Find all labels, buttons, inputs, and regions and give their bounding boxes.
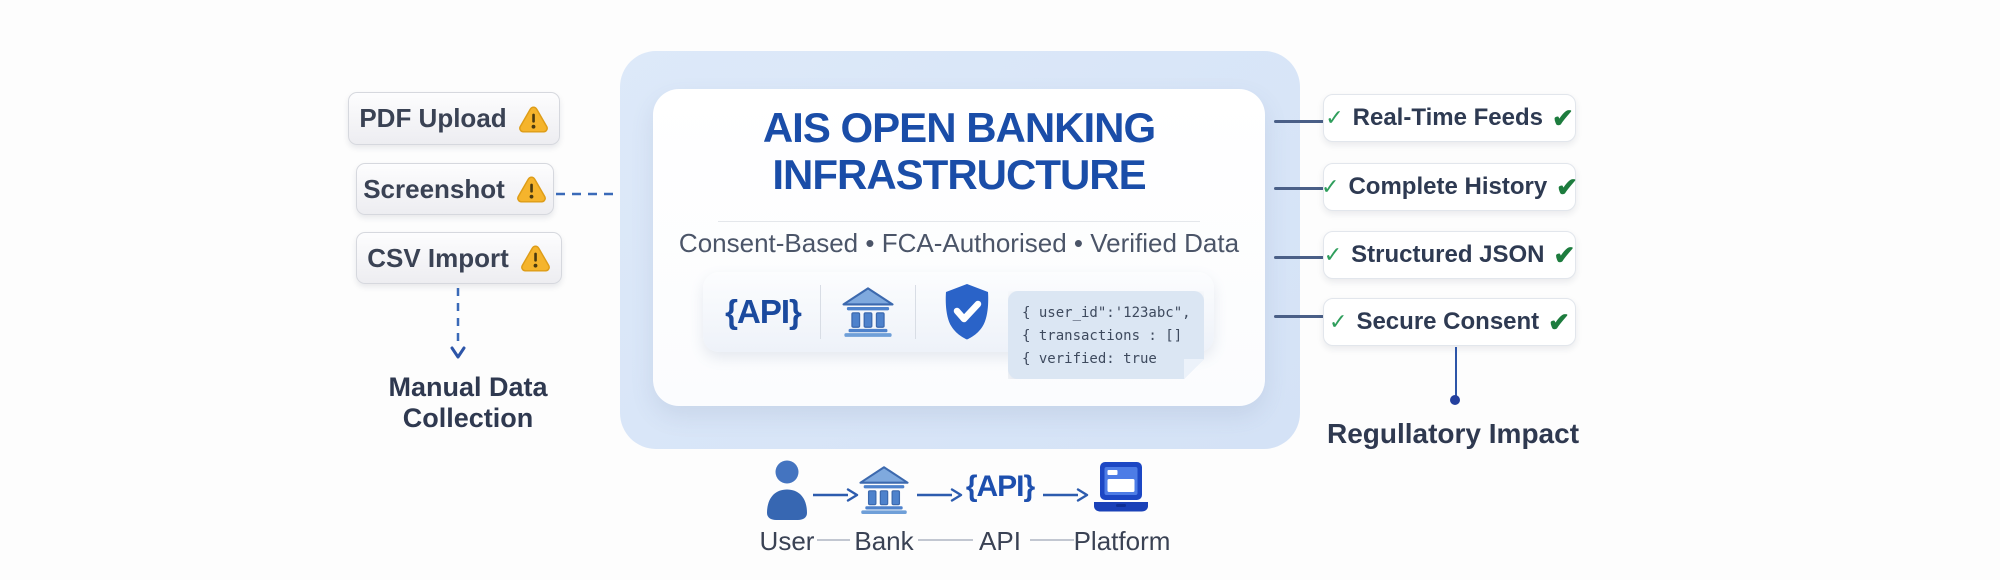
feature-chip-structured-json[interactable]: ✓ Structured JSON ✔: [1323, 231, 1576, 279]
shield-check-icon: [945, 284, 989, 340]
check-icon: ✓: [1323, 242, 1343, 267]
connector-line: [1274, 187, 1324, 190]
flow-label-bank: Bank: [854, 526, 914, 556]
warning-icon: [516, 176, 546, 203]
csv-import-button[interactable]: CSV Import: [356, 232, 562, 284]
vertical-separator: [915, 285, 916, 339]
check-icon: ✓: [1325, 105, 1344, 130]
arrow-right-icon: [1043, 488, 1089, 502]
label-separator: [918, 539, 973, 541]
check-icon: ✓: [1329, 309, 1348, 334]
page-title: AIS OPEN BANKING INFRASTRUCTURE: [653, 104, 1265, 198]
label-separator: [1030, 539, 1074, 541]
title-line-2: INFRASTRUCTURE: [772, 151, 1146, 198]
feature-chip-real-time-feeds[interactable]: ✓ Real-Time Feeds ✔: [1323, 94, 1576, 142]
capability-icon-row: {API}: [703, 272, 1214, 352]
pdf-upload-button[interactable]: PDF Upload: [348, 92, 560, 145]
flow-label-user: User: [759, 526, 815, 556]
bank-icon: [859, 466, 909, 514]
connector-line: [1274, 315, 1324, 318]
manual-data-collection-caption: Manual Data Collection: [388, 372, 548, 433]
screenshot-label: Screenshot: [363, 173, 505, 204]
regulatory-impact-caption: Regullatory Impact: [1326, 418, 1580, 449]
feature-label: Secure Consent: [1356, 308, 1540, 335]
feature-label: Complete History: [1348, 173, 1548, 200]
connector-line: [1274, 120, 1324, 123]
json-snippet: { user_id":'123abc", { transactions : []…: [1008, 291, 1204, 379]
laptop-icon: [1094, 462, 1148, 512]
warning-icon: [518, 106, 548, 133]
check-bold-icon: ✔: [1548, 306, 1570, 337]
dashed-arrow-down-icon: [450, 288, 466, 359]
warning-icon: [520, 245, 550, 272]
title-line-1: AIS OPEN BANKING: [762, 104, 1156, 151]
connector-dot: [1450, 395, 1460, 405]
connector-line: [1274, 256, 1324, 259]
arrow-right-icon: [917, 488, 963, 502]
check-bold-icon: ✔: [1551, 102, 1574, 133]
label-separator: [817, 539, 850, 541]
arrow-right-icon: [813, 488, 859, 502]
subtitle: Consent-Based • FCA-Authorised • Verifie…: [678, 228, 1240, 258]
check-icon: ✓: [1321, 174, 1340, 199]
flow-label-api: API: [979, 526, 1021, 556]
api-braces-icon: {API}: [965, 470, 1035, 503]
title-divider: [718, 221, 1200, 222]
user-icon: [767, 460, 807, 520]
csv-import-label: CSV Import: [367, 242, 509, 273]
connector-line-vertical: [1455, 347, 1457, 397]
code-line: { transactions : []: [1022, 328, 1183, 344]
screenshot-button[interactable]: Screenshot: [356, 163, 554, 215]
code-line: { user_id":'123abc",: [1022, 305, 1191, 321]
bank-icon: [842, 287, 894, 337]
feature-label: Structured JSON: [1351, 241, 1545, 268]
flow-label-platform: Platform: [1073, 526, 1171, 556]
check-bold-icon: ✔: [1553, 239, 1576, 270]
vertical-separator: [820, 285, 821, 339]
feature-label: Real-Time Feeds: [1352, 104, 1543, 131]
pdf-upload-label: PDF Upload: [359, 103, 507, 133]
code-line: { verified: true: [1022, 351, 1157, 367]
feature-chip-complete-history[interactable]: ✓ Complete History ✔: [1321, 163, 1578, 211]
feature-chip-secure-consent[interactable]: ✓ Secure Consent ✔: [1323, 298, 1576, 346]
api-braces-icon: {API}: [725, 293, 802, 330]
check-bold-icon: ✔: [1556, 171, 1578, 202]
